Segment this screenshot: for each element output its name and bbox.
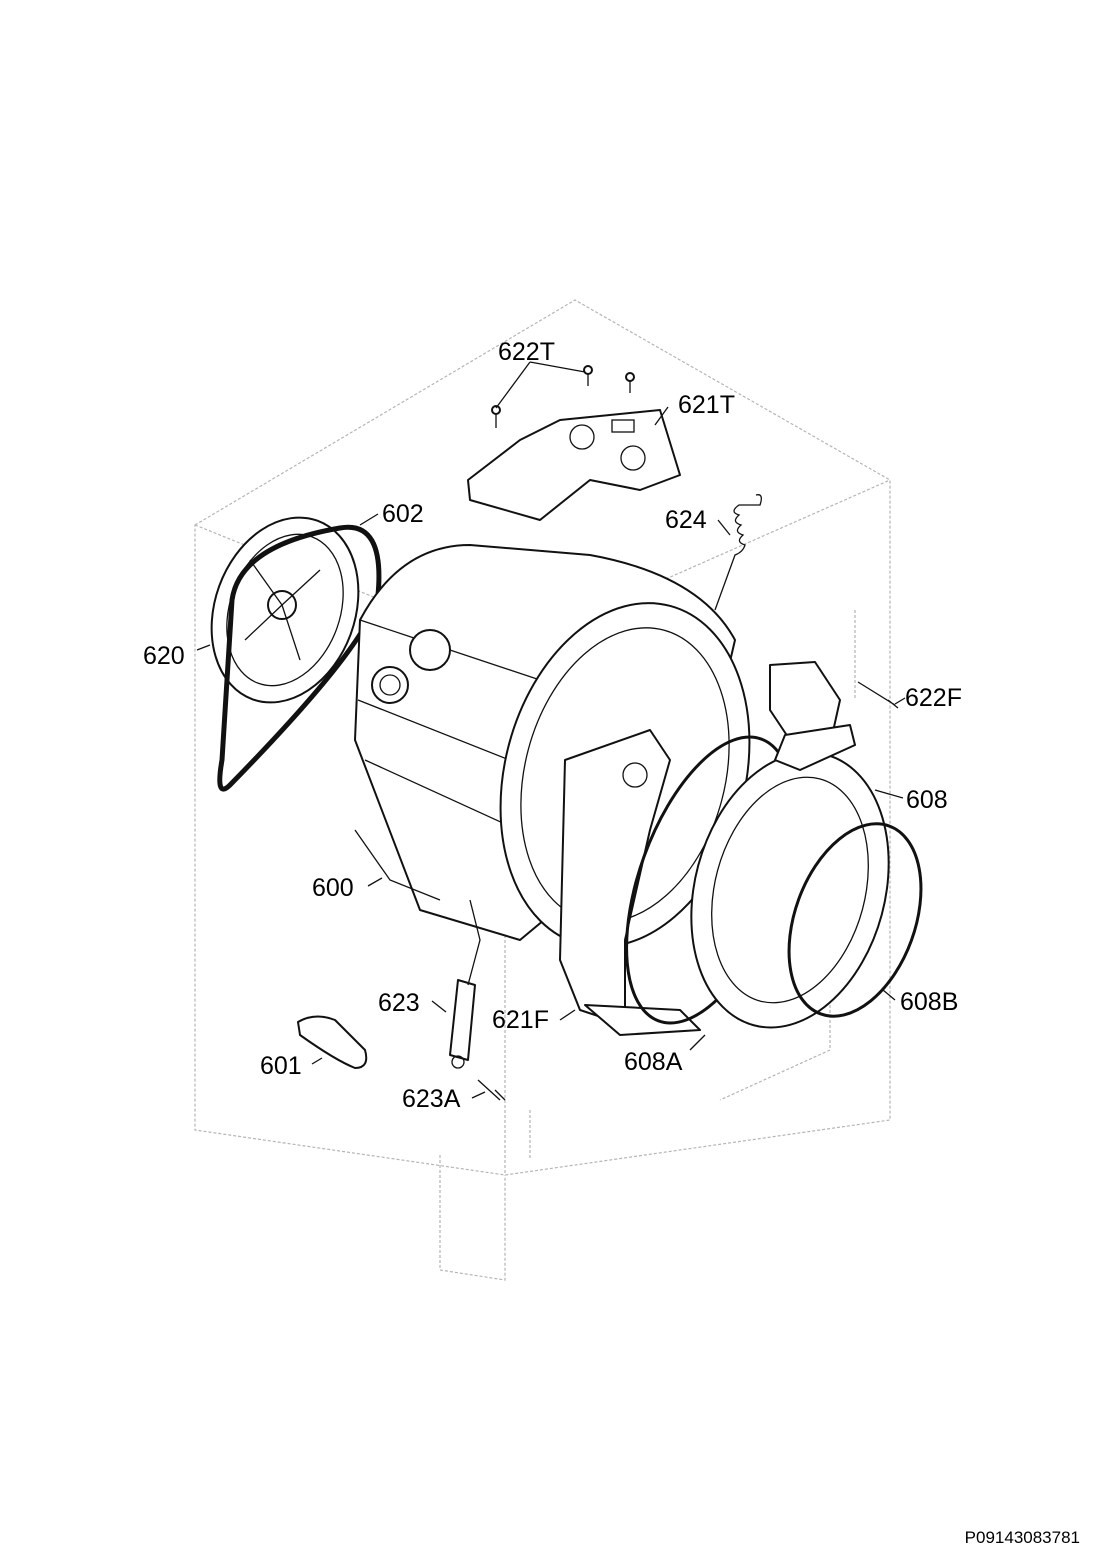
callout-602: 602 <box>382 500 424 528</box>
callout-608A: 608A <box>624 1048 683 1076</box>
callout-620: 620 <box>143 642 185 670</box>
callout-608: 608 <box>906 786 948 814</box>
callout-621T: 621T <box>678 391 735 419</box>
pin-623A <box>477 1079 506 1101</box>
leader-lines <box>196 361 906 1099</box>
callout-608B: 608B <box>900 988 958 1016</box>
counterweight-621F <box>559 729 701 1036</box>
callout-labels: 622T 621T 602 624 620 622F 608 600 623 6… <box>143 338 962 1113</box>
callout-601: 601 <box>260 1052 302 1080</box>
spring-624 <box>714 494 762 611</box>
callout-623A: 623A <box>402 1085 461 1113</box>
screw-622F <box>857 681 899 709</box>
shock-absorber-623 <box>449 899 481 1069</box>
pulley-620 <box>210 516 360 704</box>
callout-623: 623 <box>378 989 420 1017</box>
counterweight-621T <box>467 409 681 521</box>
diagram-code: P09143083781 <box>964 1528 1080 1547</box>
belt-602 <box>217 524 382 792</box>
callout-621F: 621F <box>492 1006 549 1034</box>
screws-622T <box>491 365 635 428</box>
ring-608B <box>787 822 923 1018</box>
door-seal-608 <box>690 724 890 1029</box>
filter-601 <box>297 1015 368 1069</box>
callout-622T: 622T <box>498 338 555 366</box>
callout-622F: 622F <box>905 684 962 712</box>
callout-600: 600 <box>312 874 354 902</box>
callout-624: 624 <box>665 506 707 534</box>
